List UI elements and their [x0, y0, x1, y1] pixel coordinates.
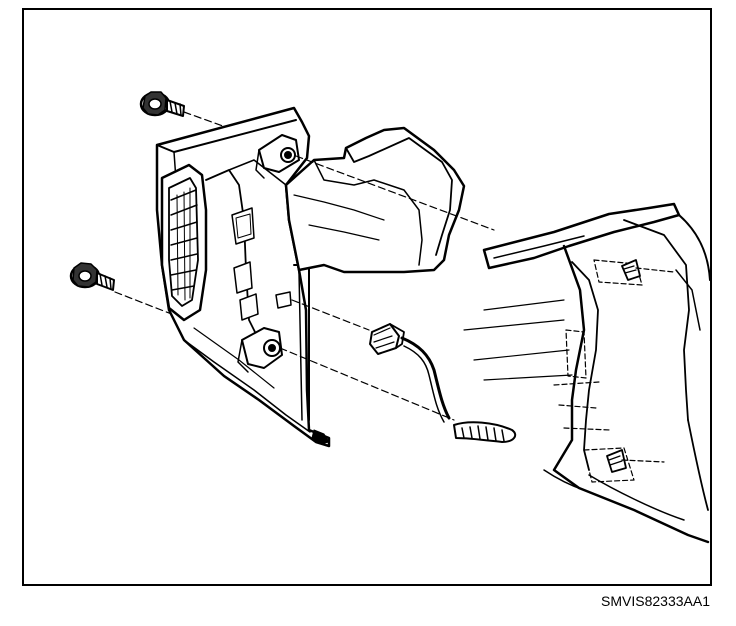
- air-duct-housing: [284, 126, 466, 274]
- upper-screw-icon: [139, 91, 185, 117]
- lower-boss-guide: [279, 347, 455, 421]
- instrument-panel-carrier: [463, 202, 710, 544]
- figure-code-label: SMVIS82333AA1: [601, 593, 710, 609]
- console-bezel: [155, 106, 331, 448]
- exploded-view-illustration: [69, 91, 710, 544]
- upper-boss-guide: [295, 155, 495, 231]
- figure-frame: [22, 8, 712, 586]
- wire-harness-connector: [369, 323, 517, 443]
- clip-guide: [291, 299, 370, 331]
- lower-screw-icon: [69, 262, 115, 291]
